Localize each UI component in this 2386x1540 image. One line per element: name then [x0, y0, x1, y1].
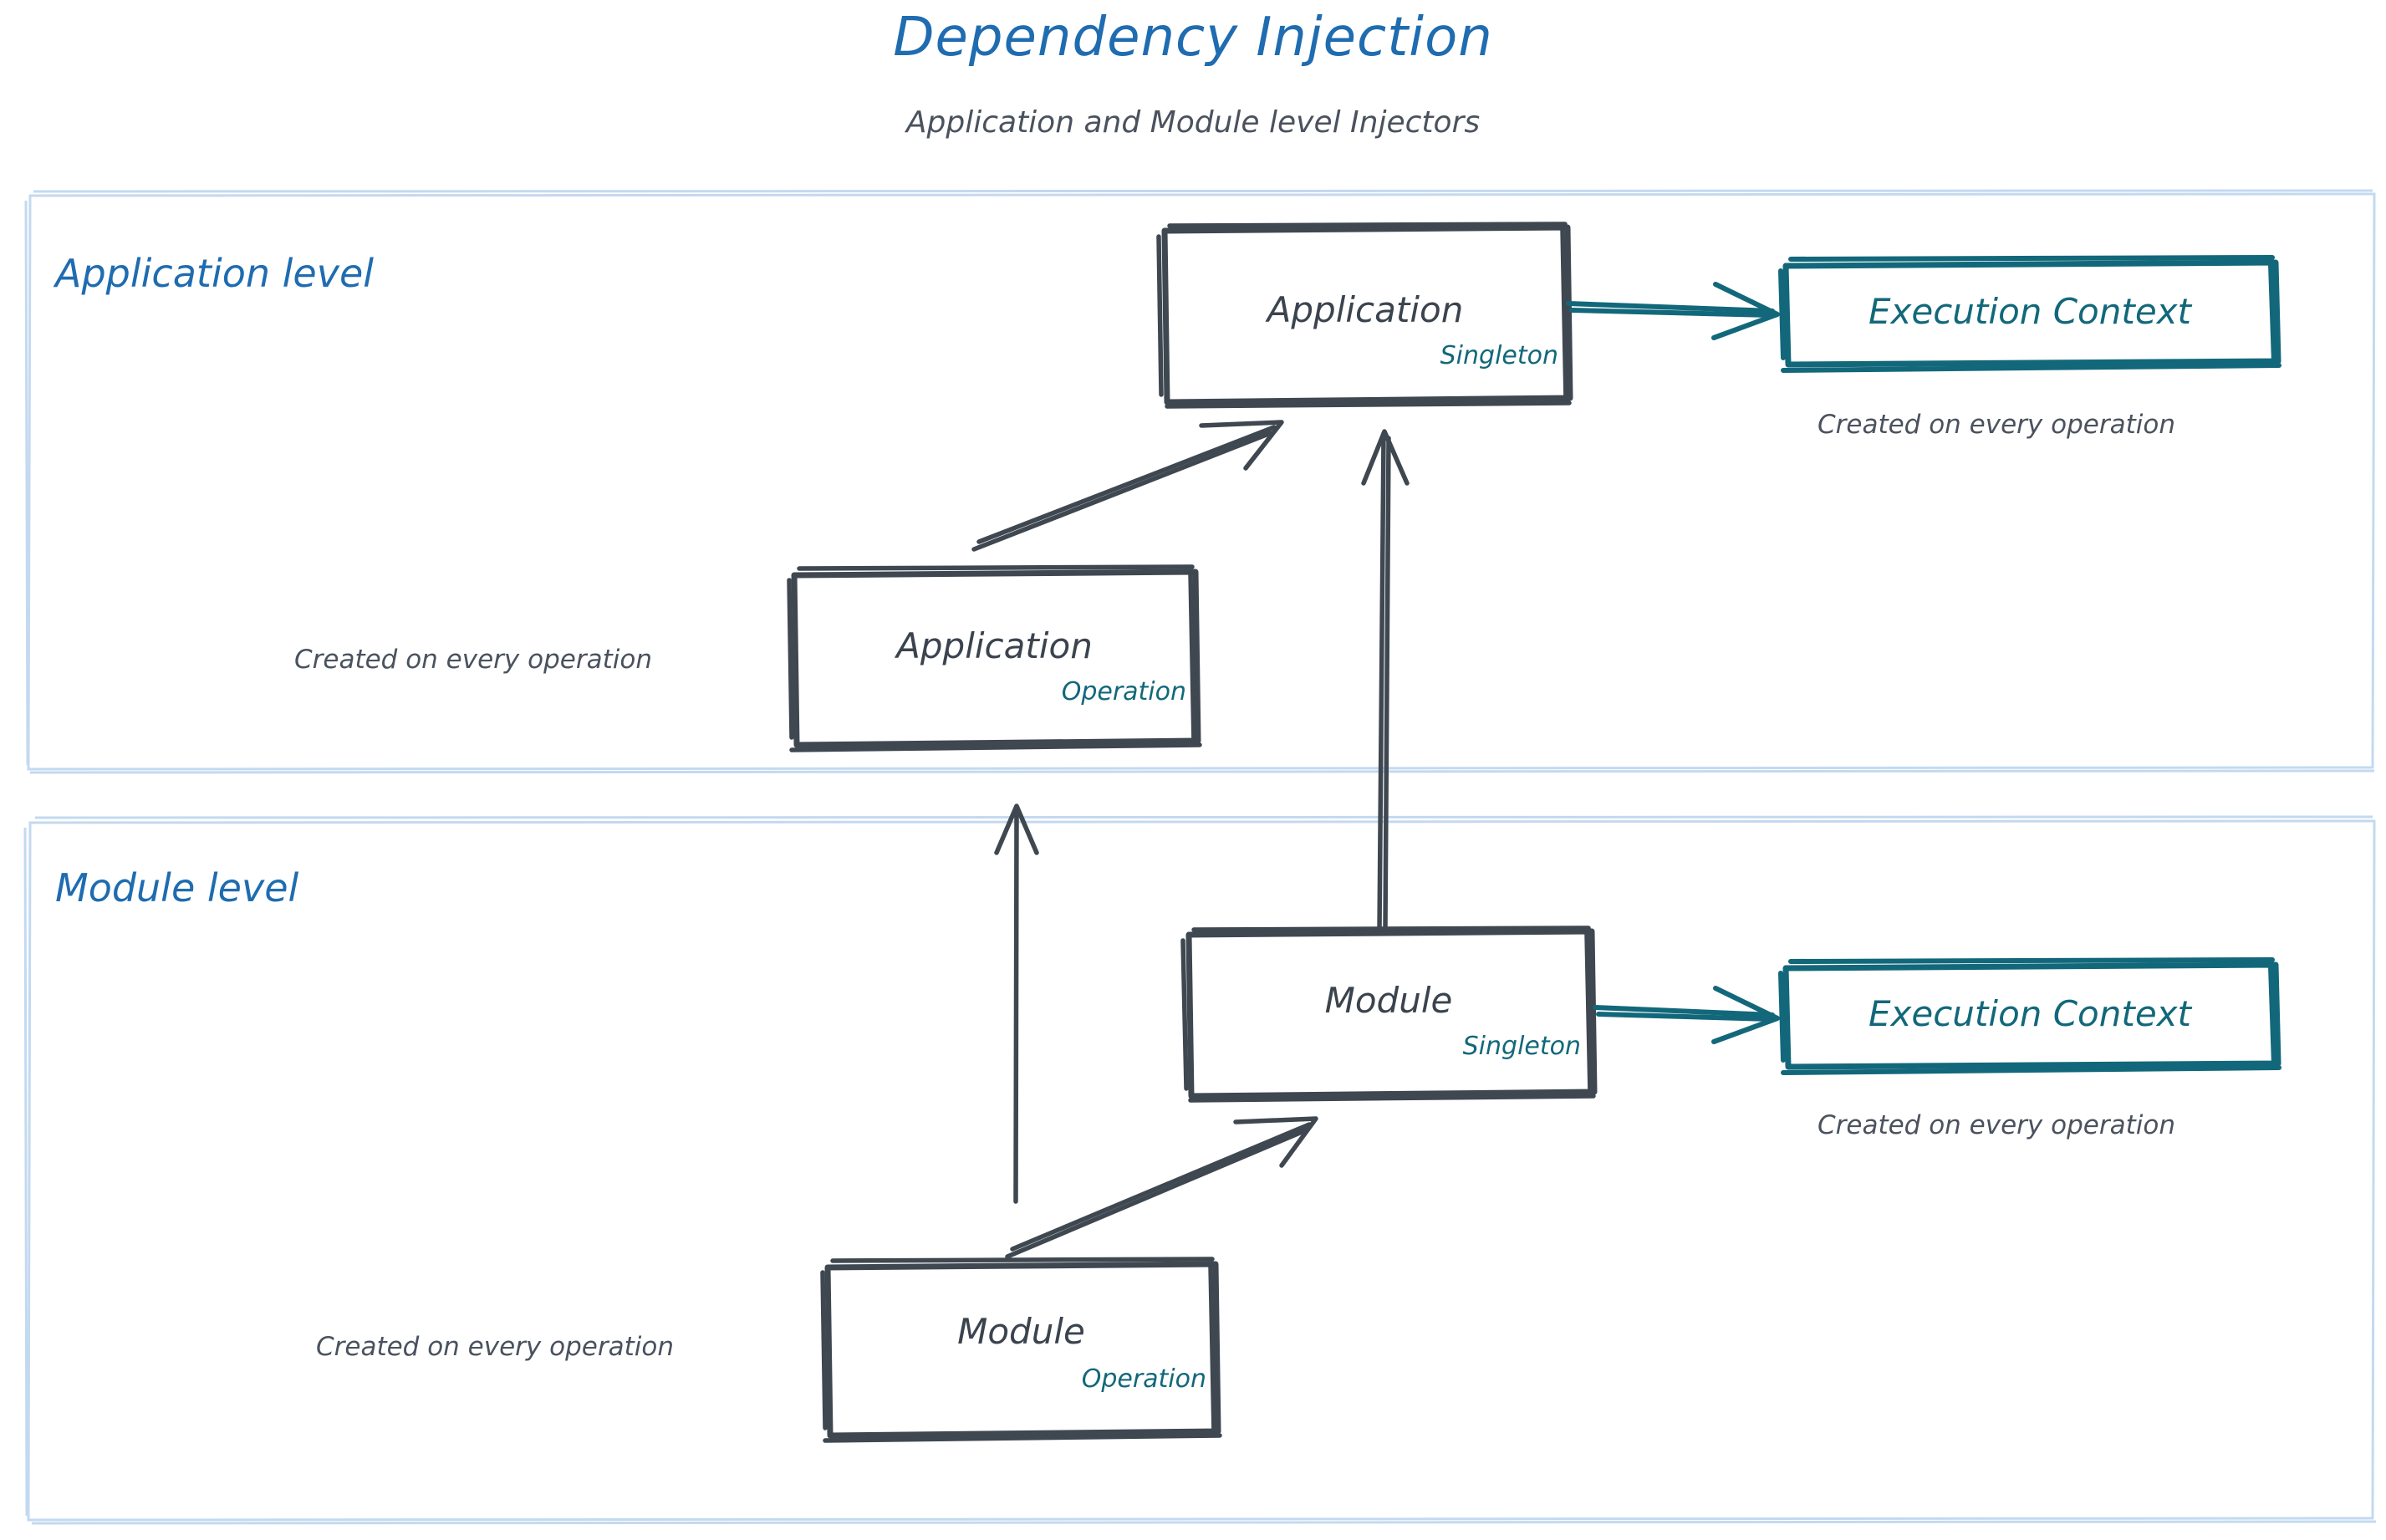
node-module-singleton[interactable]: Module Singleton — [1183, 928, 1594, 1100]
edge-module-operation-to-module-singleton — [1005, 1116, 1318, 1259]
node-execution-context-application[interactable]: Execution Context — [1781, 258, 2279, 370]
node-title: Execution Context — [1868, 993, 2192, 1034]
page-title: Dependency Injection — [893, 7, 1493, 69]
node-tag-singleton: Singleton — [1462, 1032, 1581, 1061]
node-title: Execution Context — [1868, 291, 2192, 332]
sidebar-item-application-level: Application level — [55, 251, 375, 296]
note-exec-context-app: Created on every operation — [1818, 410, 2175, 440]
node-tag-singleton: Singleton — [1440, 341, 1558, 370]
note-exec-context-module: Created on every operation — [1818, 1110, 2175, 1140]
node-module-operation[interactable]: Module Operation — [823, 1259, 1220, 1441]
sidebar-item-module-level: Module level — [55, 865, 299, 910]
node-execution-context-module[interactable]: Execution Context — [1781, 960, 2279, 1073]
node-title: Module — [957, 1311, 1085, 1352]
node-tag-operation: Operation — [1061, 677, 1186, 706]
edge-module-singleton-to-app-singleton — [1361, 429, 1410, 932]
node-title: Module — [1324, 980, 1453, 1021]
edge-module-singleton-to-exec-ctx — [1593, 986, 1780, 1044]
node-title: Application — [896, 625, 1093, 666]
edge-app-singleton-to-exec-ctx — [1566, 282, 1780, 340]
node-application-operation[interactable]: Application Operation — [789, 567, 1200, 750]
note-module-operation: Created on every operation — [316, 1332, 674, 1362]
node-title: Application — [1267, 289, 1464, 330]
note-application-operation: Created on every operation — [294, 645, 652, 675]
edge-module-operation-to-app-operation — [994, 803, 1039, 1204]
page-subtitle: Application and Module level Injectors — [905, 105, 1481, 140]
edge-app-operation-to-app-singleton — [971, 420, 1284, 552]
node-tag-operation: Operation — [1081, 1364, 1206, 1394]
node-application-singleton[interactable]: Application Singleton — [1159, 224, 1572, 406]
